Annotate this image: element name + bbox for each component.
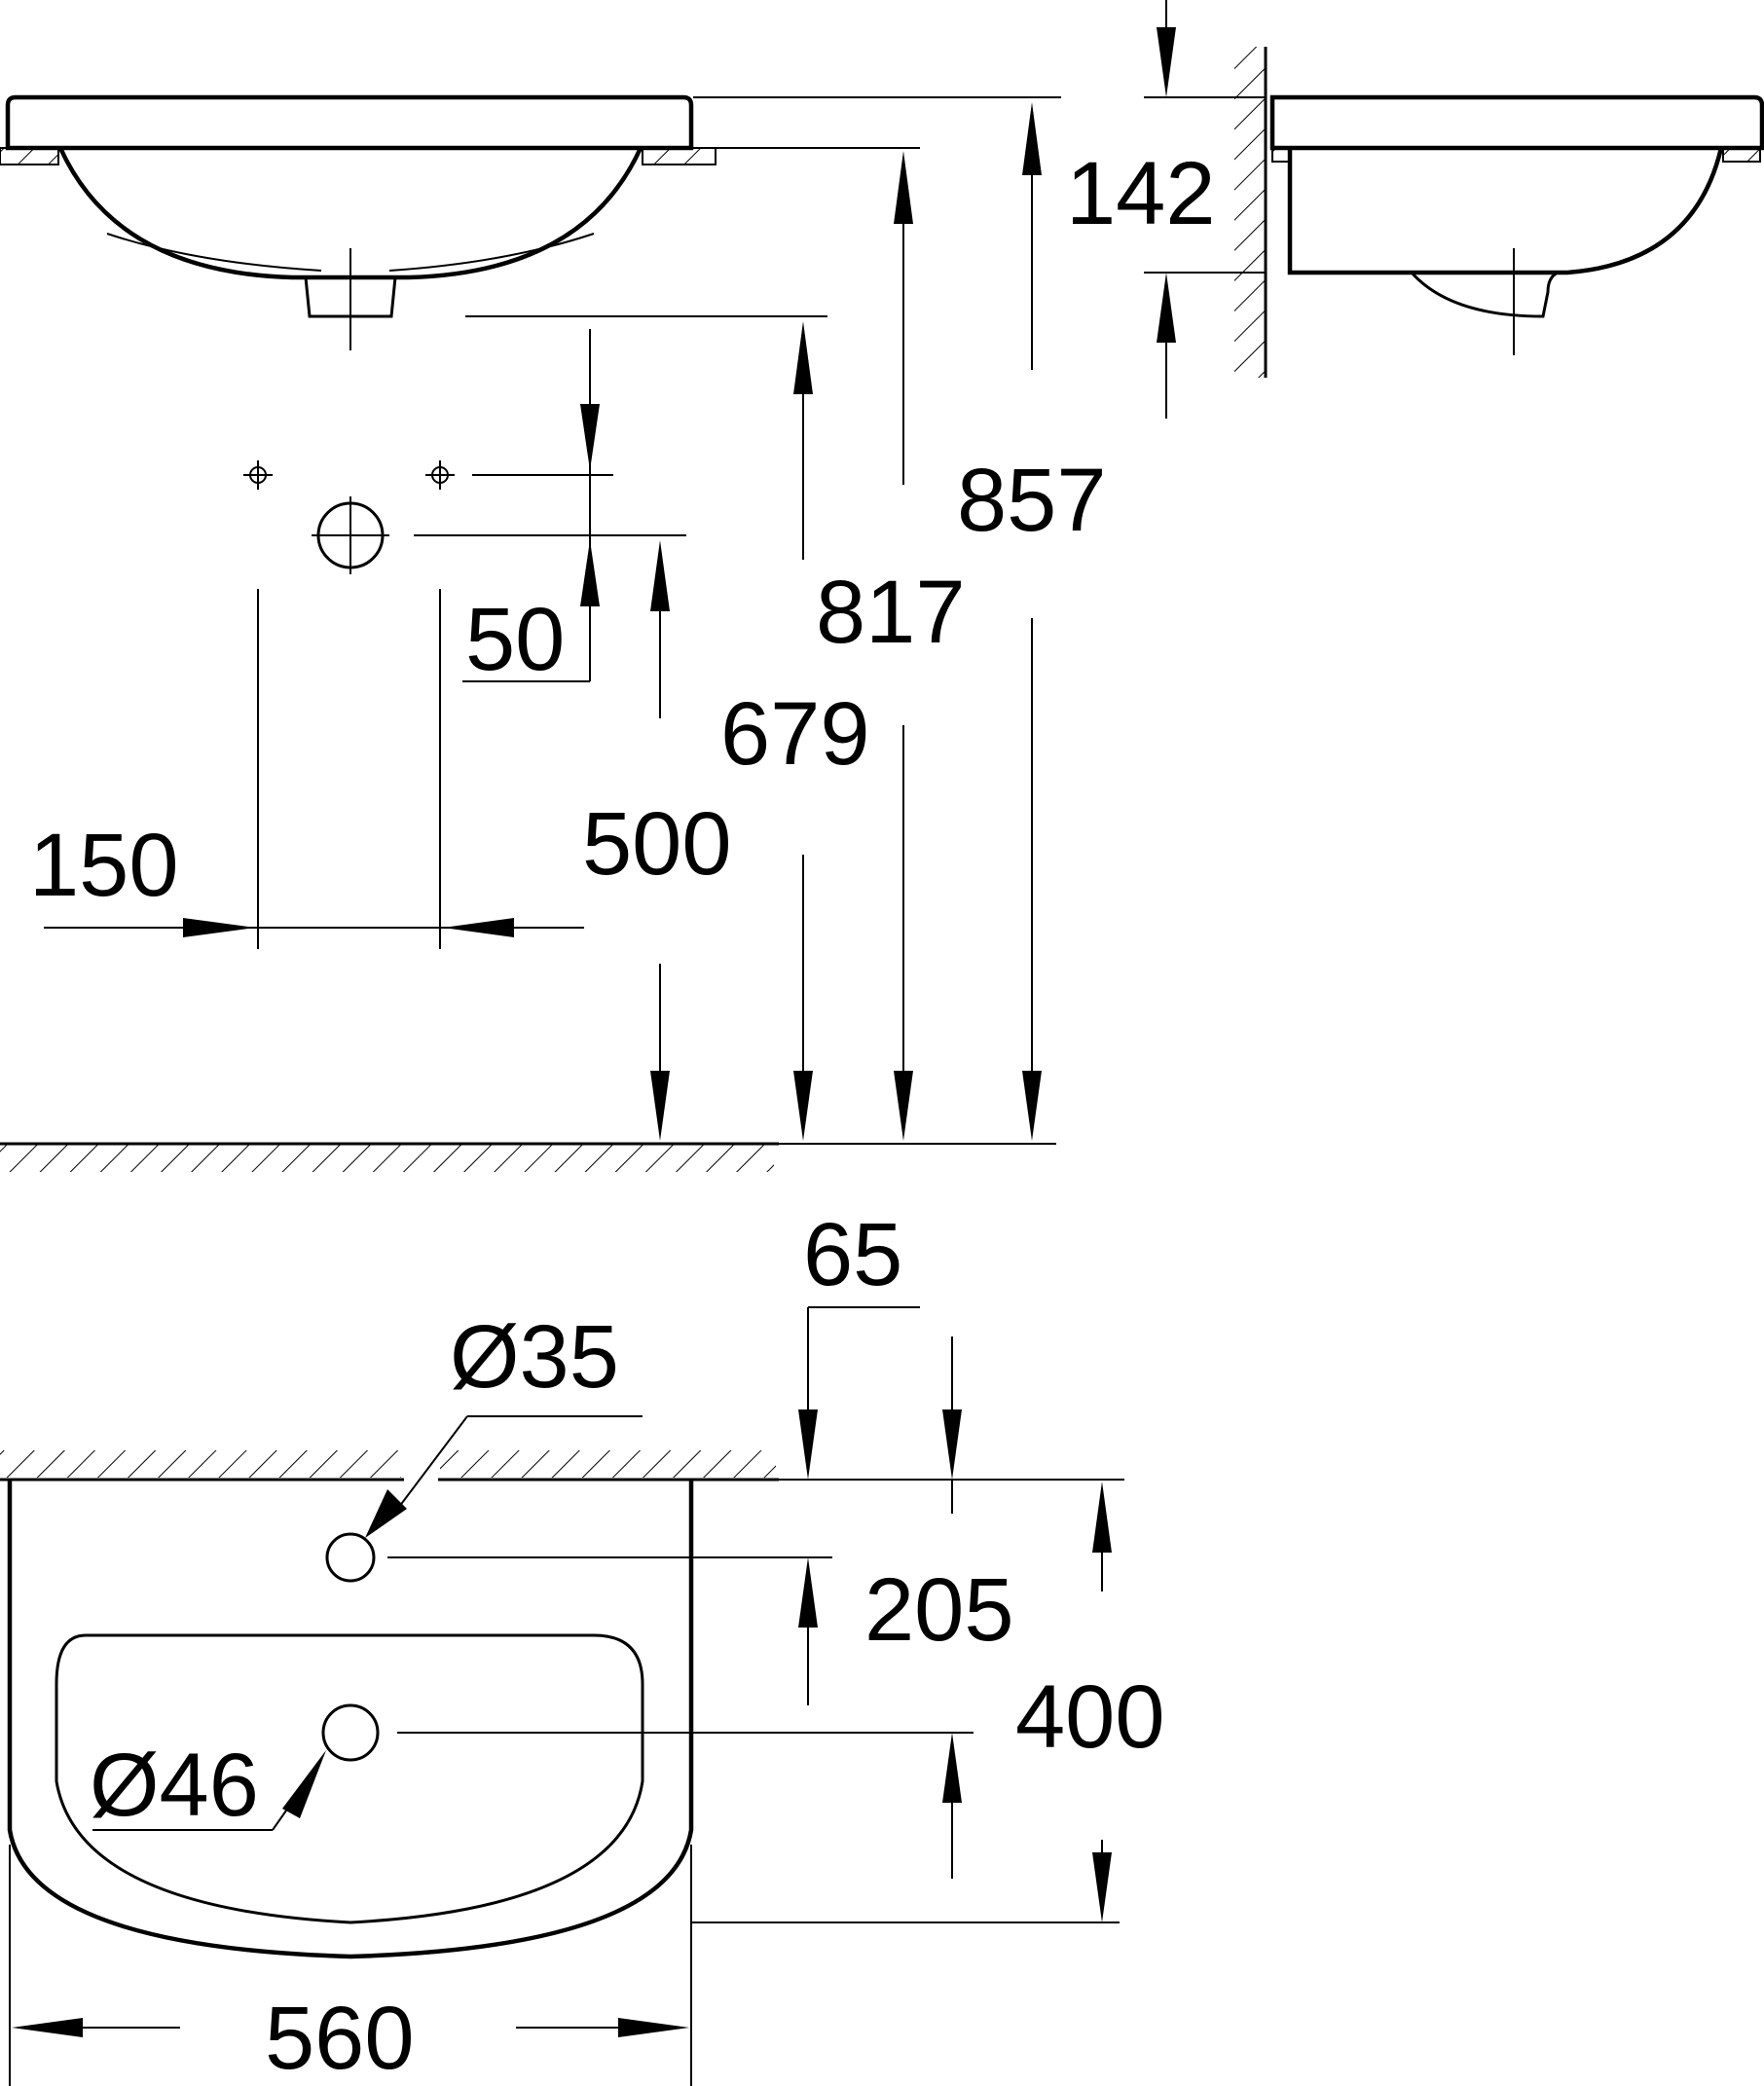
dimension-label-diameter-35: Ø35: [450, 1307, 619, 1407]
waste-hole-icon: [321, 1703, 380, 1762]
plan-view: [0, 1450, 1124, 2086]
dimension-65: 65: [798, 1205, 920, 1705]
tap-hole-icon: [325, 1532, 376, 1583]
dimension-label-142: 142: [1066, 144, 1216, 243]
dimension-label-65: 65: [803, 1205, 902, 1304]
dimension-400: 400: [1015, 1482, 1165, 1922]
tap-hole-left-icon: [243, 460, 273, 490]
dimension-560: 560: [9, 1845, 689, 2086]
dimension-142: 142: [1066, 0, 1266, 419]
dimension-857: 857: [957, 102, 1107, 1141]
front-elevation-view: [0, 94, 1061, 350]
dimension-diameter-46: Ø46: [90, 1736, 326, 1835]
waste-outlet-icon: [312, 496, 389, 574]
dimension-diameter-35: Ø35: [365, 1307, 643, 1538]
dimension-label-857: 857: [957, 451, 1107, 550]
tap-hole-right-icon: [425, 460, 455, 490]
hole-markers: [243, 460, 686, 574]
dimension-label-400: 400: [1015, 1667, 1165, 1767]
dimension-500: 500: [582, 540, 732, 1141]
dimension-label-560: 560: [265, 1989, 415, 2086]
side-elevation-view: [1144, 47, 1764, 378]
dimension-label-205: 205: [864, 1560, 1014, 1660]
dimension-label-679: 679: [720, 684, 870, 784]
dimension-50: 50: [462, 329, 600, 689]
dimension-150: 150: [29, 589, 584, 949]
dimension-label-500: 500: [582, 794, 732, 894]
dimension-label-150: 150: [29, 816, 179, 915]
dimension-label-817: 817: [816, 563, 966, 662]
dimension-label-50: 50: [465, 590, 565, 689]
dimension-label-diameter-46: Ø46: [90, 1736, 259, 1835]
floor-line: [0, 1142, 1056, 1172]
dimension-679: 679: [465, 315, 870, 1141]
dimension-205: 205: [864, 1336, 1014, 1879]
dimension-817: 817: [816, 151, 966, 1141]
